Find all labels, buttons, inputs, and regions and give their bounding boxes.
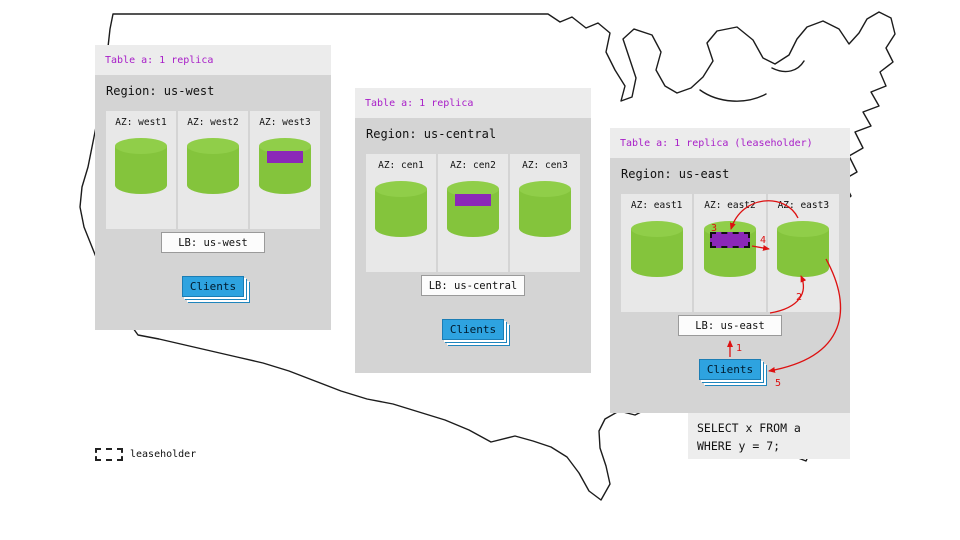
leaseholder-legend-label: leaseholder [130,449,197,460]
load-balancer-us-west: LB: us-west [161,232,265,253]
region-panel-us-east: Table a: 1 replica (leaseholder) Region:… [610,128,850,413]
replica-band-west3 [267,151,303,163]
db-node-cylinder-west1 [115,138,167,198]
az-cell-west1: AZ: west1 [106,111,176,229]
cylinder-body [519,189,571,237]
us-central-body: Region: us-central AZ: cen1 AZ: cen2 [355,118,591,373]
cylinder-top [375,181,427,197]
cylinder-top [115,138,167,154]
az-cell-cen3: AZ: cen3 [510,154,580,272]
us-east-az-row: AZ: east1 AZ: east2 AZ: east3 [621,194,839,312]
db-node-cylinder-east3 [777,221,830,281]
cylinder-body [115,146,167,194]
clients-box-us-west: Clients [182,276,244,297]
us-west-table-label: Table a: 1 replica [105,54,214,66]
leaseholder-replica-band-east2 [709,232,750,248]
db-node-cylinder-west3 [259,138,311,198]
load-balancer-us-east: LB: us-east [678,315,782,336]
db-node-cylinder-west2 [187,138,239,198]
region-panel-us-west: Table a: 1 replica Region: us-west AZ: w… [95,45,331,330]
db-node-cylinder-east1 [630,221,683,281]
us-east-table-header: Table a: 1 replica (leaseholder) [610,128,850,158]
az-cell-east1: AZ: east1 [621,194,693,312]
us-central-az-row: AZ: cen1 AZ: cen2 AZ: cen3 [366,154,580,272]
cylinder-top [630,221,683,237]
sql-query-box: SELECT x FROM a WHERE y = 7; [688,413,850,459]
us-east-region-title: Region: us-east [621,167,730,181]
db-node-cylinder-cen1 [375,181,427,241]
us-west-az-row: AZ: west1 AZ: west2 AZ: west3 [106,111,320,229]
az-label-east1: AZ: east1 [630,200,683,211]
az-label-east3: AZ: east3 [777,200,830,211]
az-cell-west2: AZ: west2 [178,111,248,229]
cylinder-top [187,138,239,154]
great-lakes-detail [699,60,805,102]
us-west-table-header: Table a: 1 replica [95,45,331,75]
us-east-table-label: Table a: 1 replica (leaseholder) [620,137,813,149]
az-label-cen1: AZ: cen1 [378,160,424,171]
az-label-west3: AZ: west3 [259,117,311,128]
az-cell-east3: AZ: east3 [767,194,839,312]
az-cell-west3: AZ: west3 [250,111,320,229]
az-label-cen2: AZ: cen2 [450,160,496,171]
az-label-west1: AZ: west1 [115,117,167,128]
cylinder-body [375,189,427,237]
cylinder-top [259,138,311,154]
us-west-region-title: Region: us-west [106,84,215,98]
az-cell-east2: AZ: east2 [694,194,766,312]
az-label-west2: AZ: west2 [187,117,239,128]
us-central-table-label: Table a: 1 replica [365,97,474,109]
us-west-body: Region: us-west AZ: west1 AZ: west2 [95,75,331,330]
cylinder-body [187,146,239,194]
region-panel-us-central: Table a: 1 replica Region: us-central AZ… [355,88,591,373]
clients-box-us-east: Clients [699,359,761,380]
db-node-cylinder-cen2 [447,181,499,241]
cylinder-top [519,181,571,197]
db-node-cylinder-cen3 [519,181,571,241]
cylinder-body [630,229,683,277]
replica-band-cen2 [455,194,491,206]
clients-box-us-central: Clients [442,319,504,340]
az-cell-cen1: AZ: cen1 [366,154,436,272]
leaseholder-legend: leaseholder [95,448,196,461]
us-central-region-title: Region: us-central [366,127,497,141]
leaseholder-legend-icon [95,448,123,461]
us-central-table-header: Table a: 1 replica [355,88,591,118]
us-east-body: Region: us-east AZ: east1 AZ: east2 [610,158,850,413]
az-cell-cen2: AZ: cen2 [438,154,508,272]
cylinder-top [447,181,499,197]
az-label-east2: AZ: east2 [704,200,756,211]
az-label-cen3: AZ: cen3 [522,160,568,171]
db-node-cylinder-east2 [703,221,756,281]
cylinder-top [777,221,830,237]
load-balancer-us-central: LB: us-central [421,275,525,296]
